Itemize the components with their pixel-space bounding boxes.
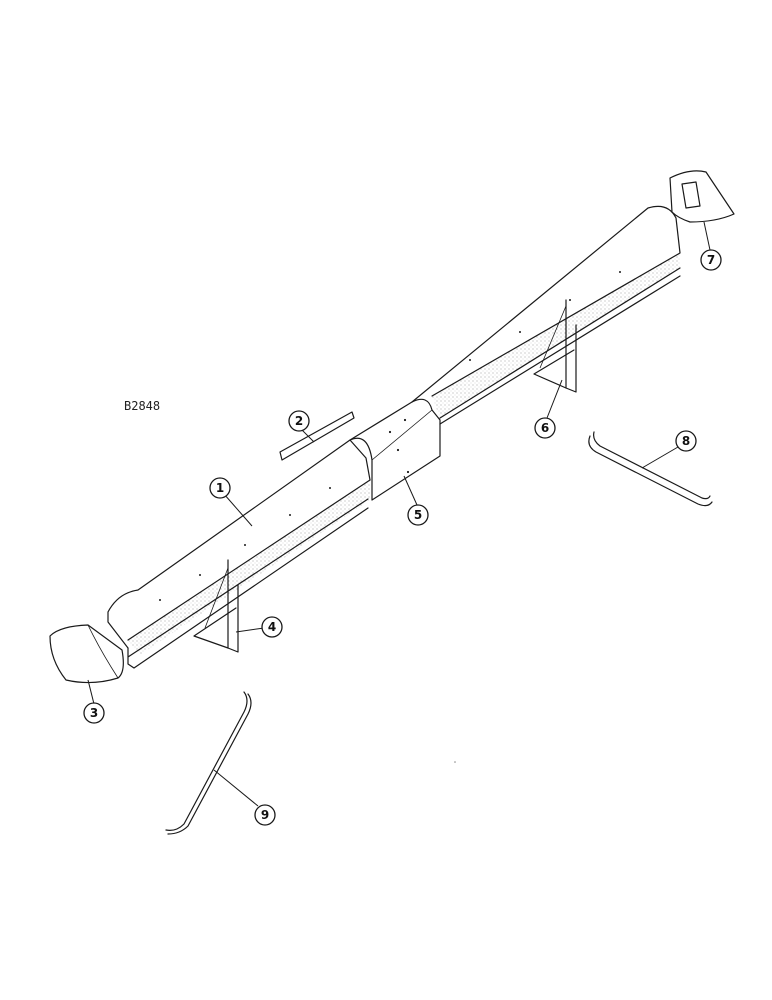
svg-text:8: 8: [682, 434, 690, 448]
svg-text:2: 2: [295, 414, 303, 428]
callout-2: 2: [288, 410, 310, 432]
left-side-screen: [128, 480, 370, 655]
callout-8: 8: [675, 430, 697, 452]
callout-5: 5: [407, 504, 429, 526]
right-lower-rail: [439, 267, 681, 425]
callout-6: 6: [534, 417, 556, 439]
support-rod-left: [165, 691, 252, 835]
right-end-cap: [669, 170, 735, 223]
svg-text:1: 1: [216, 481, 224, 495]
figure-reference: B2848: [124, 399, 160, 413]
svg-text:7: 7: [707, 253, 715, 267]
svg-text:3: 3: [90, 706, 98, 720]
scan-speck: [454, 761, 456, 763]
callout-9: 9: [254, 804, 276, 826]
callout-3: 3: [83, 702, 105, 724]
leader-lines: [87, 221, 711, 807]
callout-1: 1: [209, 477, 231, 499]
svg-text:6: 6: [541, 421, 549, 435]
right-support-bracket: [533, 299, 577, 393]
callout-4: 4: [261, 616, 283, 638]
svg-text:4: 4: [268, 620, 276, 634]
svg-text:9: 9: [261, 808, 269, 822]
svg-text:5: 5: [414, 508, 422, 522]
auger-cover-assembly: [107, 205, 681, 669]
support-rod-right: [588, 431, 713, 507]
right-side-screen: [432, 253, 680, 418]
left-support-bracket: [193, 559, 239, 653]
right-cover-outline: [411, 205, 681, 403]
rivets: [159, 271, 621, 601]
callout-7: 7: [700, 249, 722, 271]
small-strip: [279, 411, 355, 461]
left-cover-outline: [107, 439, 371, 649]
left-end-cap: [49, 624, 124, 684]
left-lower-rail: [127, 498, 369, 669]
